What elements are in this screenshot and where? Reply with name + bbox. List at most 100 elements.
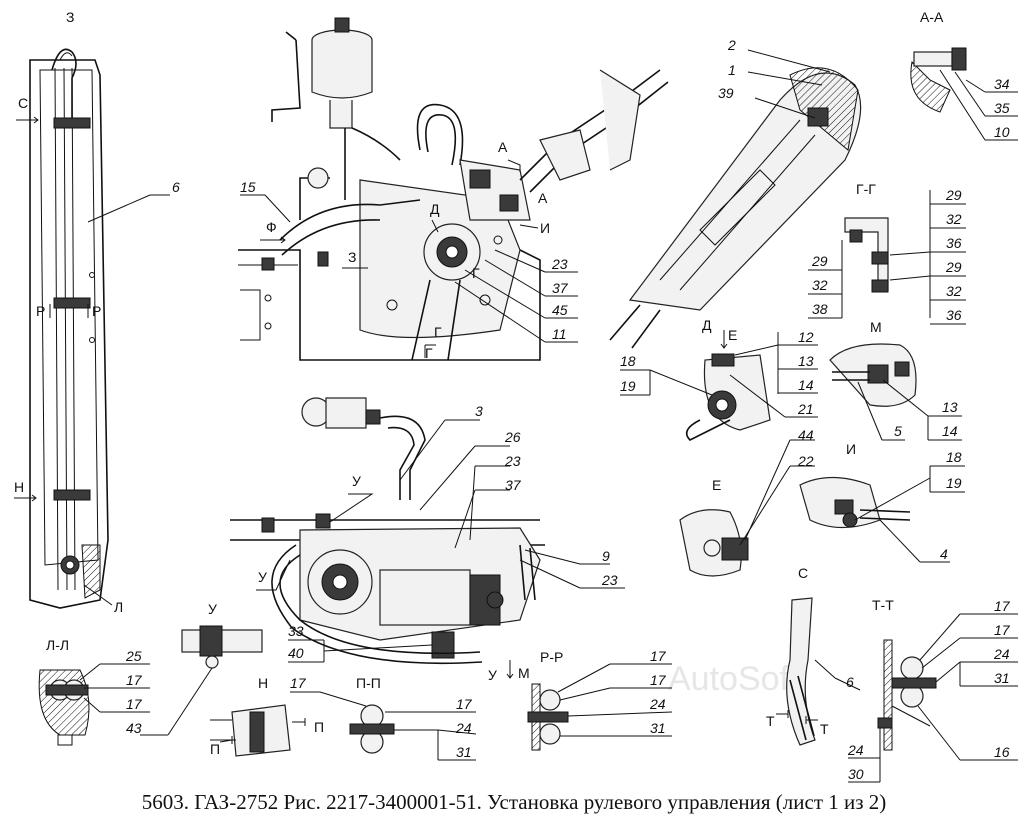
cut-letter-h: Н (14, 479, 24, 495)
cut-letter-t-right: Т (820, 721, 829, 737)
callout-tt-17-a: 17 (994, 598, 1011, 614)
cut-letter-i: И (540, 220, 550, 236)
section-pp-drawing: П-П 17 17 24 31 (290, 675, 477, 761)
callout-gg-32-b: 32 (946, 283, 962, 299)
section-ll-drawing: Л-Л 25 17 17 (38, 637, 150, 746)
callout-26: 26 (504, 429, 521, 445)
callout-tt-24-b: 24 (847, 742, 864, 758)
section-label-ll: Л-Л (46, 637, 69, 653)
lower-assembly-drawing: У У У М 3 26 23 37 9 23 33 40 (230, 397, 625, 683)
callout-1: 1 (728, 62, 736, 78)
cut-letter-e: Е (728, 327, 737, 343)
callout-tt-17-b: 17 (994, 622, 1011, 638)
callout-gg-32-a: 32 (946, 211, 962, 227)
callout-ll-17-a: 17 (126, 672, 143, 688)
callout-43: 43 (126, 720, 142, 736)
cut-letter-f: Ф (266, 219, 277, 235)
section-rr-drawing: Р-Р 17 17 24 31 (527, 648, 673, 751)
callout-pp-31: 31 (456, 744, 472, 760)
callout-33: 33 (288, 623, 304, 639)
section-label-e: Е (712, 477, 721, 493)
callout-40: 40 (288, 645, 304, 661)
section-gg-drawing: Г-Г 29 32 36 29 32 36 29 32 38 (808, 181, 966, 325)
callout-gg-29-c: 29 (811, 253, 828, 269)
section-label-d: Д (702, 317, 712, 333)
cut-letter-a-top: А (498, 139, 508, 155)
callout-34: 34 (994, 76, 1010, 92)
callout-m-13: 13 (942, 399, 958, 415)
callout-gg-36-b: 36 (946, 307, 962, 323)
cut-letter-d: Д (430, 201, 440, 217)
cut-letter-u-left: У (352, 473, 361, 489)
section-label-rr: Р-Р (540, 649, 563, 665)
callout-gg-32-c: 32 (812, 277, 828, 293)
callout-i-4: 4 (940, 546, 948, 562)
callout-pp-17-b: 17 (456, 696, 473, 712)
view-u-drawing: У 43 (126, 601, 263, 736)
callout-gg-29-a: 29 (945, 187, 962, 203)
callout-tt-24-a: 24 (993, 646, 1010, 662)
callout-rr-31: 31 (650, 720, 666, 736)
callout-gg-38: 38 (812, 301, 828, 317)
callout-tt-16: 16 (994, 744, 1010, 760)
cut-letter-r-left: Р (36, 303, 45, 319)
steering-column-drawing: 2 1 39 (609, 37, 862, 349)
callout-3: 3 (475, 403, 483, 419)
cut-letter-g-lower: Г (434, 324, 442, 340)
callout-m-5: 5 (894, 423, 902, 439)
callout-22: 22 (797, 453, 814, 469)
callout-37-top: 37 (552, 280, 569, 296)
figure-caption: 5603. ГАЗ-2752 Рис. 2217-3400001-51. Уст… (141, 790, 887, 814)
callout-d-18: 18 (620, 353, 636, 369)
section-aa-drawing: А-А 34 35 10 (910, 9, 1018, 141)
callout-37-mid: 37 (505, 477, 522, 493)
top-assembly-drawing: 15 Ф З А А Д И Г Г Г 23 37 45 11 (238, 17, 669, 361)
cut-letter-u-lower: У (258, 569, 267, 585)
callout-23-right: 23 (601, 572, 618, 588)
view-n-drawing: Н П П (210, 675, 324, 757)
cut-letter-r-right: Р (92, 303, 101, 319)
callout-pp-17-a: 17 (290, 675, 307, 691)
cut-letter-g-mid: Г (472, 265, 480, 281)
section-label-n: Н (258, 675, 268, 691)
section-tt-drawing: Т-Т 17 17 24 31 16 24 30 (847, 597, 1018, 783)
callout-39: 39 (718, 85, 734, 101)
cut-letter-p-left: П (210, 741, 220, 757)
callout-d-21: 21 (797, 401, 814, 417)
watermark: AutoSoft (668, 660, 799, 698)
callout-10: 10 (994, 124, 1010, 140)
section-label-z: З (66, 9, 74, 25)
callout-m-14: 14 (942, 423, 958, 439)
section-label-gg: Г-Г (856, 181, 876, 197)
callout-pp-24: 24 (455, 720, 472, 736)
cut-letter-u-right: У (488, 667, 497, 683)
callout-45: 45 (552, 302, 568, 318)
callout-15: 15 (240, 179, 256, 195)
callout-i-18: 18 (946, 449, 962, 465)
callout-35: 35 (994, 100, 1010, 116)
cut-letter-l: Л (114, 599, 123, 615)
cut-letter-t-left: Т (766, 713, 775, 729)
view-z-drawing: З 6 С Р Р Н Л (14, 9, 180, 615)
callout-d-12: 12 (798, 329, 814, 345)
callout-rr-24: 24 (649, 696, 666, 712)
view-m-drawing: М 13 14 5 (829, 319, 962, 441)
section-label-aa: А-А (920, 9, 944, 25)
callout-2: 2 (727, 37, 736, 53)
callout-gg-36-a: 36 (946, 235, 962, 251)
section-label-s: С (798, 565, 808, 581)
callout-gg-29-b: 29 (945, 259, 962, 275)
callout-44: 44 (798, 427, 814, 443)
callout-6: 6 (172, 179, 180, 195)
callout-ll-25: 25 (125, 648, 142, 664)
callout-ll-17-b: 17 (126, 696, 143, 712)
view-e-drawing: Е 44 22 (679, 427, 815, 577)
section-label-u: У (208, 601, 217, 617)
cut-letter-c: С (18, 95, 28, 111)
cut-letter-g-bottom: Г (425, 345, 433, 361)
section-label-i: И (846, 441, 856, 457)
callout-rr-17-a: 17 (650, 648, 667, 664)
callout-d-19: 19 (620, 378, 636, 394)
view-d-drawing: Д Е 12 13 14 18 19 21 (620, 317, 818, 441)
